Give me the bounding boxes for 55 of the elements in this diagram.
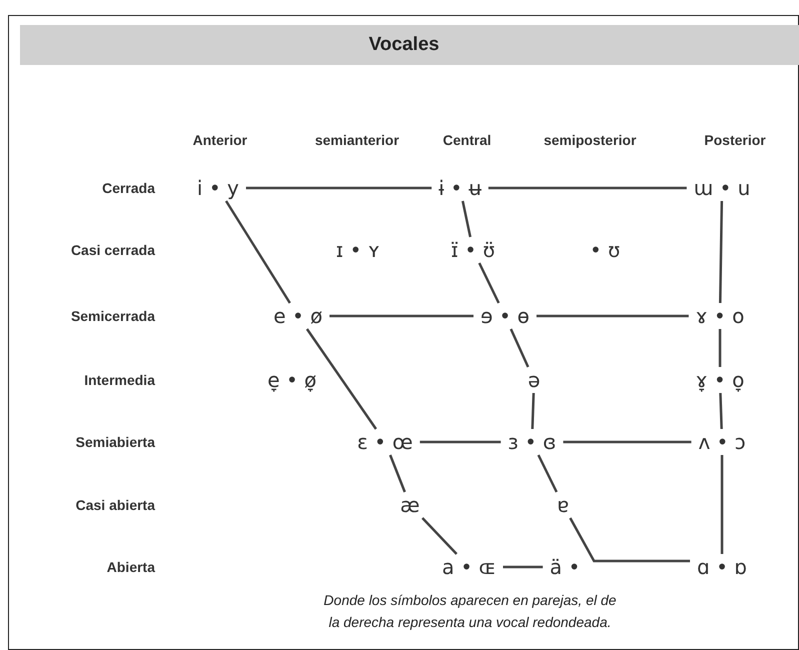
connector-line [306,328,378,430]
row-heading: Cerrada [102,180,155,196]
connector-line [536,314,689,318]
connector-line [422,517,458,555]
connector-line [389,454,406,492]
row-heading: Intermedia [84,372,155,388]
vowel-symbol: ä • [548,555,582,579]
connector-line [330,314,474,318]
vowel-symbol: ɐ [555,493,571,517]
vowel-symbol: ɨ • ʉ [436,176,484,200]
connector-line [478,262,500,304]
vowel-symbol: ɜ • ɞ [506,430,558,454]
connector-line [225,200,291,304]
column-heading: Anterior [192,132,248,148]
connector-line [503,566,543,568]
connector-line [720,455,724,554]
column-heading: Central [442,132,492,148]
vowel-symbol: ɤ • o [694,304,746,328]
caption: Donde los símbolos aparecen en parejas, el de la derecha representa una vocal redondeada. [322,591,618,632]
connector-line [718,329,722,367]
chart-title: Vocales [368,34,440,56]
vowel-symbol: ə [526,368,542,392]
vowel-symbol: e • ø [271,304,325,328]
vowel-symbol: e̞ • ø̞ [266,368,318,392]
column-heading: semiposterior [544,132,636,148]
connector-line [569,517,690,562]
vowel-symbol: ɪ • ʏ [334,238,382,262]
connector-line [461,200,472,238]
vowel-symbol: ɛ • œ [355,430,415,454]
vowel-symbol: æ [398,493,422,517]
connector-line [537,454,558,493]
vowel-symbol: i • y [195,176,241,200]
vowel-symbol: • ʊ [588,238,622,262]
connector-line [420,440,501,444]
column-heading: Posterior [704,132,766,148]
connector-line [488,186,687,190]
vowel-symbol: ɪ̈ • ʊ̈ [448,238,498,262]
vowel-symbol: ɑ • ɒ [695,555,749,579]
connector-line [510,328,530,368]
connector-line [719,392,723,430]
connector-line [246,186,432,190]
row-heading: Casi cerrada [70,242,155,258]
connector-line [531,392,535,430]
column-heading: semianterior [314,132,400,148]
connector-line [563,440,692,444]
vowel-symbol: ʌ • ɔ [696,430,748,454]
row-heading: Semicerrada [70,308,155,324]
vowel-symbol: ɯ • u [692,176,752,200]
vowel-symbol: a • ɶ [440,555,498,579]
connector-line [718,200,724,304]
row-heading: Abierta [106,559,155,575]
row-heading: Semiabierta [76,434,155,450]
vowel-symbol: ɘ • ɵ [478,304,532,328]
vowel-symbol: ɤ̞ • o̞ [694,368,746,392]
row-heading: Casi abierta [76,497,155,513]
